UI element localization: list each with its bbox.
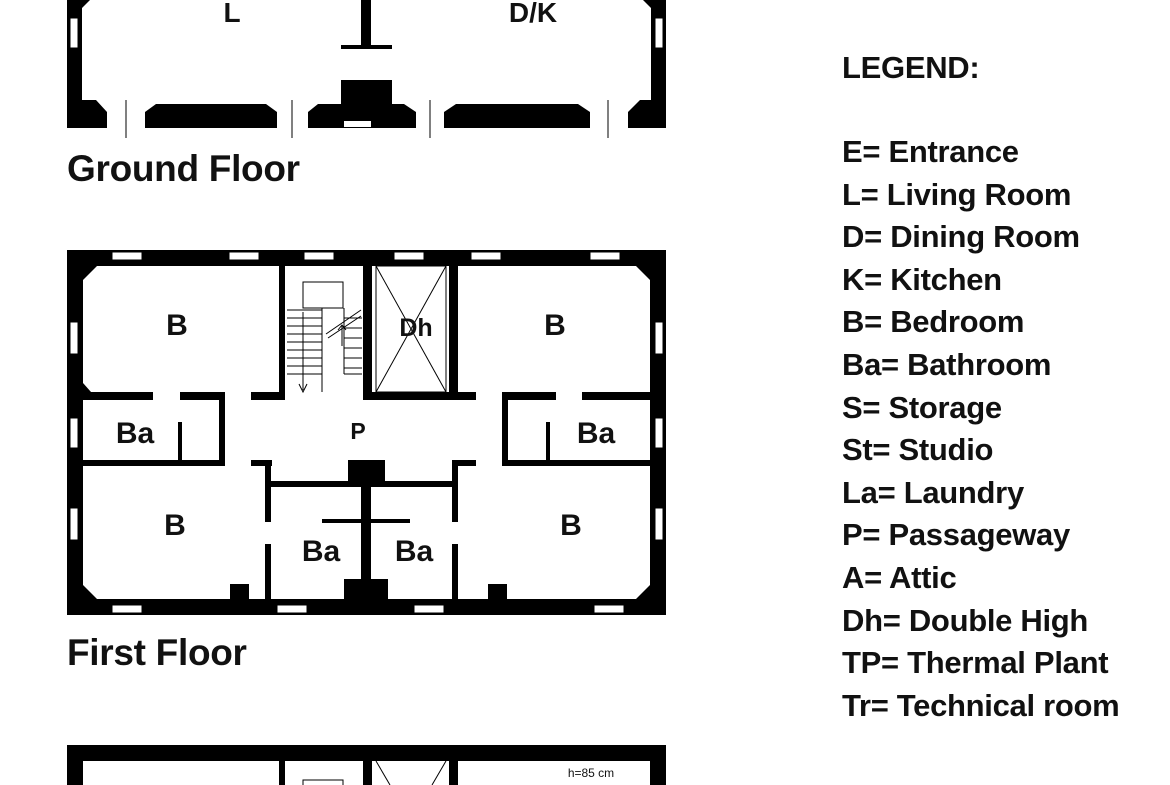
room-label-dining-kitchen: D/K bbox=[509, 0, 557, 28]
interior-wall bbox=[265, 460, 271, 522]
interior-wall bbox=[372, 392, 476, 400]
first-floor-title: First Floor bbox=[67, 632, 247, 673]
ground-floor-plan bbox=[67, 0, 666, 138]
legend-title: LEGEND: bbox=[842, 50, 980, 85]
legend-item: P= Passageway bbox=[842, 517, 1070, 553]
interior-wall bbox=[251, 460, 272, 466]
wall bbox=[67, 250, 666, 266]
wall bbox=[444, 112, 590, 128]
room-label-passage: P bbox=[350, 418, 365, 444]
room-label-bedroom-se: B bbox=[560, 509, 582, 542]
dimension-ticks bbox=[125, 100, 609, 138]
interior-wall bbox=[83, 460, 225, 466]
chimney bbox=[341, 80, 392, 114]
room-label-bath-w: Ba bbox=[116, 417, 155, 450]
windows-top bbox=[111, 251, 621, 261]
legend-item: A= Attic bbox=[842, 559, 957, 595]
chimney-opening bbox=[344, 121, 371, 127]
legend-item: S= Storage bbox=[842, 389, 1002, 425]
wall bbox=[643, 0, 651, 8]
interior-wall bbox=[178, 422, 182, 460]
interior-wall bbox=[361, 486, 371, 599]
legend-item: E= Entrance bbox=[842, 134, 1019, 169]
wall bbox=[628, 100, 651, 112]
legend: LEGEND: E= Entrance L= Living Room D= Di… bbox=[842, 47, 1120, 727]
wall bbox=[308, 112, 416, 128]
interior-wall bbox=[279, 761, 285, 785]
interior-wall bbox=[363, 266, 372, 400]
wall bbox=[628, 112, 666, 128]
interior-wall bbox=[180, 392, 225, 400]
wall bbox=[444, 104, 590, 112]
interior-wall bbox=[452, 460, 458, 522]
wall bbox=[67, 745, 666, 761]
legend-item: Tr= Technical room bbox=[842, 687, 1120, 723]
chimney bbox=[344, 579, 388, 599]
interior-wall bbox=[251, 392, 285, 400]
interior-wall bbox=[502, 460, 650, 466]
double-high-void bbox=[375, 265, 447, 393]
wall bbox=[67, 745, 83, 785]
wall-block bbox=[230, 584, 249, 599]
legend-item: L= Living Room bbox=[842, 176, 1072, 212]
room-label-bath-center-right: Ba bbox=[395, 535, 434, 568]
room-label-bath-center-left: Ba bbox=[302, 535, 341, 568]
second-floor-plan bbox=[67, 745, 666, 785]
interior-wall bbox=[449, 266, 458, 400]
interior-wall bbox=[322, 519, 410, 523]
legend-item: K= Kitchen bbox=[842, 261, 1002, 297]
legend-item: B= Bedroom bbox=[842, 304, 1025, 340]
room-label-living: L bbox=[223, 0, 240, 28]
height-note: h=85 cm bbox=[568, 766, 614, 780]
legend-item: Dh= Double High bbox=[842, 602, 1089, 638]
room-label-bedroom-ne: B bbox=[544, 309, 566, 342]
wall bbox=[145, 112, 277, 128]
partition-wall bbox=[341, 45, 392, 49]
interior-wall bbox=[502, 392, 556, 400]
legend-item: La= Laundry bbox=[842, 474, 1024, 510]
interior-wall bbox=[219, 400, 225, 466]
legend-item: Ba= Bathroom bbox=[842, 346, 1052, 382]
room-label-bedroom-nw: B bbox=[166, 309, 188, 342]
interior-wall bbox=[279, 266, 285, 400]
interior-wall bbox=[265, 544, 271, 599]
second-floor-details bbox=[302, 760, 447, 785]
wall bbox=[82, 100, 107, 112]
partition-wall bbox=[361, 0, 371, 46]
staircase bbox=[287, 281, 362, 394]
wall bbox=[82, 0, 90, 8]
interior-wall bbox=[449, 761, 458, 785]
windows-side bbox=[69, 321, 664, 541]
room-label-double-high: Dh bbox=[399, 314, 432, 342]
chimney bbox=[348, 460, 385, 486]
wall-tapers bbox=[83, 266, 650, 599]
wall bbox=[67, 599, 666, 615]
window bbox=[654, 17, 664, 49]
first-floor-plan bbox=[67, 250, 666, 615]
interior-wall bbox=[363, 761, 372, 785]
legend-item: TP= Thermal Plant bbox=[842, 645, 1109, 681]
room-label-bedroom-sw: B bbox=[164, 509, 186, 542]
wall bbox=[145, 104, 277, 112]
interior-wall bbox=[502, 400, 508, 466]
interior-wall bbox=[452, 544, 458, 599]
ground-floor-title: Ground Floor bbox=[67, 148, 300, 189]
interior-wall bbox=[546, 422, 550, 460]
window bbox=[69, 17, 79, 49]
wall bbox=[650, 745, 666, 785]
wall-block bbox=[488, 584, 507, 599]
interior-wall bbox=[83, 392, 153, 400]
legend-item: St= Studio bbox=[842, 432, 994, 468]
room-label-bath-e: Ba bbox=[577, 417, 616, 450]
interior-wall bbox=[582, 392, 650, 400]
windows-bottom bbox=[111, 604, 625, 614]
legend-item: D= Dining Room bbox=[842, 219, 1080, 255]
interior-wall bbox=[452, 460, 476, 466]
wall bbox=[67, 112, 107, 128]
